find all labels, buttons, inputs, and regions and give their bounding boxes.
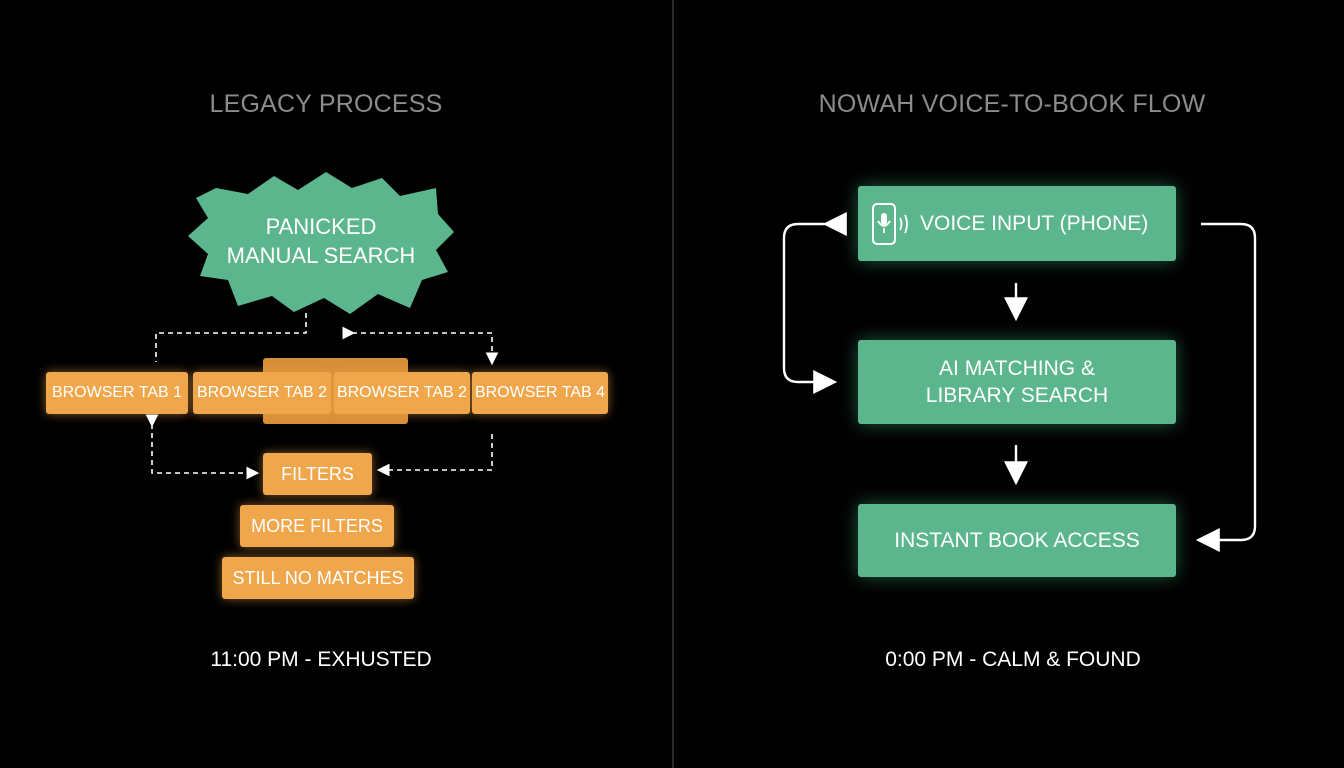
nowah-title: NOWAH VOICE-TO-BOOK FLOW [818, 90, 1206, 118]
phone-microphone-icon [872, 203, 908, 245]
voice-to-instant-loop-arrow [1195, 222, 1257, 552]
burst-to-tab1-connector [155, 313, 307, 362]
more-filters-box: MORE FILTERS [240, 505, 394, 547]
burst-shape [188, 172, 454, 314]
legacy-title: LEGACY PROCESS [209, 90, 443, 118]
browser-tab-3: BROWSER TAB 2 [334, 372, 470, 414]
burst-line-2: MANUAL SEARCH [226, 243, 416, 268]
ai-line-2: LIBRARY SEARCH [925, 384, 1109, 407]
browser-tab-1: BROWSER TAB 1 [46, 372, 188, 414]
burst-label: PANICKED MANUAL SEARCH [186, 212, 456, 270]
legacy-caption: 11:00 PM - EXHUSTED [210, 648, 432, 671]
voice-input-box: VOICE INPUT (PHONE) [858, 186, 1176, 261]
browser-tab-2: BROWSER TAB 2 [193, 372, 331, 414]
tab1-to-filters-connector [145, 414, 260, 480]
nowah-caption: 0:00 PM - CALM & FOUND [885, 648, 1141, 671]
voice-input-label: VOICE INPUT (PHONE) [920, 212, 1149, 235]
browser-tab-4: BROWSER TAB 4 [472, 372, 608, 414]
ai-matching-box: AI MATCHING & LIBRARY SEARCH [858, 340, 1176, 424]
panel-divider [672, 0, 674, 768]
panicked-search-burst: PANICKED MANUAL SEARCH [186, 168, 456, 316]
still-no-matches-box: STILL NO MATCHES [222, 557, 414, 599]
instant-book-access-box: INSTANT BOOK ACCESS [858, 504, 1176, 577]
burst-line-1: PANICKED [265, 214, 377, 239]
filters-box: FILTERS [263, 453, 372, 495]
tab4-to-filters-connector [376, 434, 493, 477]
voice-ai-loop-arrow [782, 212, 847, 394]
ai-line-1: AI MATCHING & [939, 357, 1095, 380]
